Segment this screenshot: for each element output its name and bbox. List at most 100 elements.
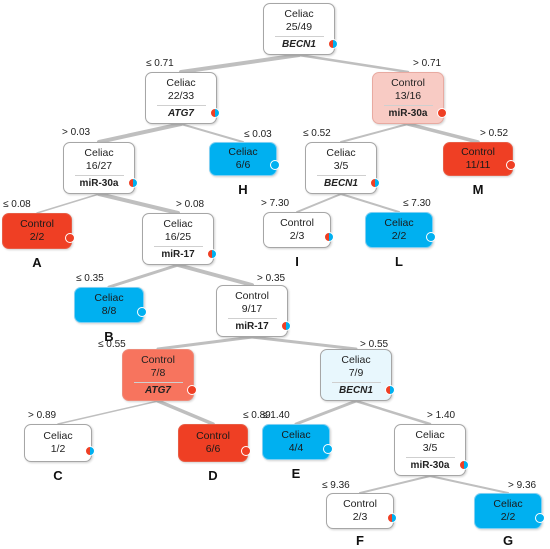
node-n10: Control 7/8 ATG7 (122, 349, 197, 401)
node-ratio: 7/8 (150, 366, 166, 379)
node-n5: Celiac 3/5 BECN1 (305, 142, 380, 194)
edge-label: > 0.35 (257, 273, 286, 284)
node-ratio: 13/16 (394, 89, 422, 102)
node-ratio: 3/5 (422, 441, 438, 454)
node-ratio: 7/9 (348, 366, 364, 379)
node-feature: miR-30a (383, 104, 433, 120)
leaf-letter-l: L (395, 254, 403, 269)
edge-n2-n5 (340, 123, 409, 143)
leaf-letter-e: E (291, 466, 301, 481)
edge-label: > 0.08 (176, 199, 205, 210)
node-class: Celiac (166, 76, 196, 89)
node-n1: Celiac 22/33 ATG7 (145, 72, 220, 124)
node-class: Celiac (326, 146, 356, 159)
node-class: Celiac (493, 498, 523, 510)
node-class: Celiac (341, 353, 371, 366)
leaf-letter-c: C (53, 468, 63, 483)
class-dot-icon (535, 513, 545, 523)
leaf-letter-g: G (502, 533, 514, 548)
node-feature: miR-17 (153, 245, 203, 261)
edge-n7-n9 (176, 263, 254, 287)
node-leaf-b: Celiac 8/8 (74, 287, 147, 323)
node-ratio: 25/49 (285, 20, 313, 33)
leaf-letter-h: H (238, 182, 248, 197)
edge-label: ≤ 0.55 (98, 339, 126, 350)
node-ratio: 6/6 (205, 443, 221, 455)
edge-label: ≤ 0.35 (76, 273, 104, 284)
edge-label: ≤ 0.08 (3, 199, 31, 210)
node-ratio: 9/17 (241, 302, 263, 315)
node-class: Celiac (43, 430, 73, 442)
edge-label: > 0.03 (62, 127, 91, 138)
node-n2: Control 13/16 miR-30a (372, 72, 447, 124)
node-ratio: 2/3 (289, 230, 305, 242)
node-n9: Control 9/17 miR-17 (216, 285, 291, 337)
edge-label: > 1.40 (427, 410, 456, 421)
node-class: Celiac (284, 7, 314, 20)
node-leaf-h: Celiac 6/6 (209, 142, 280, 176)
edge-label: > 0.89 (28, 410, 57, 421)
node-n11: Celiac 7/9 BECN1 (320, 349, 395, 401)
edge-label: > 0.52 (480, 128, 509, 139)
node-class: Celiac (415, 428, 445, 441)
edge-n5-nL (340, 193, 400, 213)
edge-n15-nG (429, 475, 509, 494)
node-ratio: 4/4 (288, 442, 304, 454)
class-dot-icon (437, 108, 447, 118)
edge-n1-nH (180, 123, 244, 143)
edge-label: ≤ 9.36 (322, 480, 350, 491)
node-ratio: 1/2 (50, 443, 66, 455)
edge-n11-nE (294, 399, 358, 426)
node-leaf-i: Control 2/3 (263, 212, 334, 248)
class-dot-icon (385, 385, 395, 395)
node-feature: BECN1 (274, 35, 324, 51)
node-n7: Celiac 16/25 miR-17 (142, 213, 217, 265)
node-ratio: 2/2 (29, 231, 45, 243)
class-dot-icon (328, 39, 338, 49)
class-dot-icon (370, 178, 380, 188)
node-class: Control (20, 218, 54, 230)
edge-n1-n3 (97, 122, 183, 144)
edge-label: > 9.36 (508, 480, 537, 491)
class-dot-icon (137, 307, 147, 317)
edge-label: ≤ 1.40 (262, 410, 290, 421)
class-dot-icon (281, 321, 291, 331)
node-ratio: 2/2 (500, 511, 516, 523)
class-dot-icon (128, 178, 138, 188)
class-dot-icon (270, 160, 280, 170)
node-feature: miR-30a (74, 174, 124, 190)
class-dot-icon (187, 385, 197, 395)
node-feature: miR-30a (405, 456, 455, 472)
node-class: Control (343, 498, 377, 510)
edge-label: ≤ 0.89 (243, 410, 271, 421)
leaf-letter-b: B (104, 329, 114, 344)
edge-label: > 0.71 (413, 58, 442, 69)
node-class: Celiac (84, 146, 114, 159)
edge-n7-nB (107, 263, 180, 289)
node-class: Control (461, 146, 495, 158)
node-class: Control (235, 289, 269, 302)
node-class: Celiac (163, 217, 193, 230)
leaf-letter-f: F (356, 533, 364, 548)
edge-root-n1 (179, 53, 301, 74)
node-leaf-c: Celiac 1/2 (24, 424, 95, 462)
leaf-letter-d: D (208, 468, 218, 483)
class-dot-icon (506, 160, 516, 170)
node-feature: ATG7 (156, 104, 206, 120)
node-ratio: 22/33 (167, 89, 195, 102)
edge-label: ≤ 7.30 (403, 198, 431, 209)
node-leaf-l: Celiac 2/2 (365, 212, 436, 248)
class-dot-icon (210, 108, 220, 118)
class-dot-icon (459, 460, 469, 470)
edge-n2-nM (406, 122, 480, 144)
edge-label: > 7.30 (261, 198, 290, 209)
node-class: Control (280, 217, 314, 229)
node-leaf-e: Celiac 4/4 (262, 424, 333, 460)
edge-n10-nD (156, 399, 215, 426)
edge-n3-n7 (97, 192, 180, 215)
edge-label: ≤ 0.71 (146, 58, 174, 69)
node-ratio: 2/2 (391, 230, 407, 242)
edge-label: > 0.55 (360, 339, 389, 350)
edge-n3-nA (36, 193, 100, 214)
